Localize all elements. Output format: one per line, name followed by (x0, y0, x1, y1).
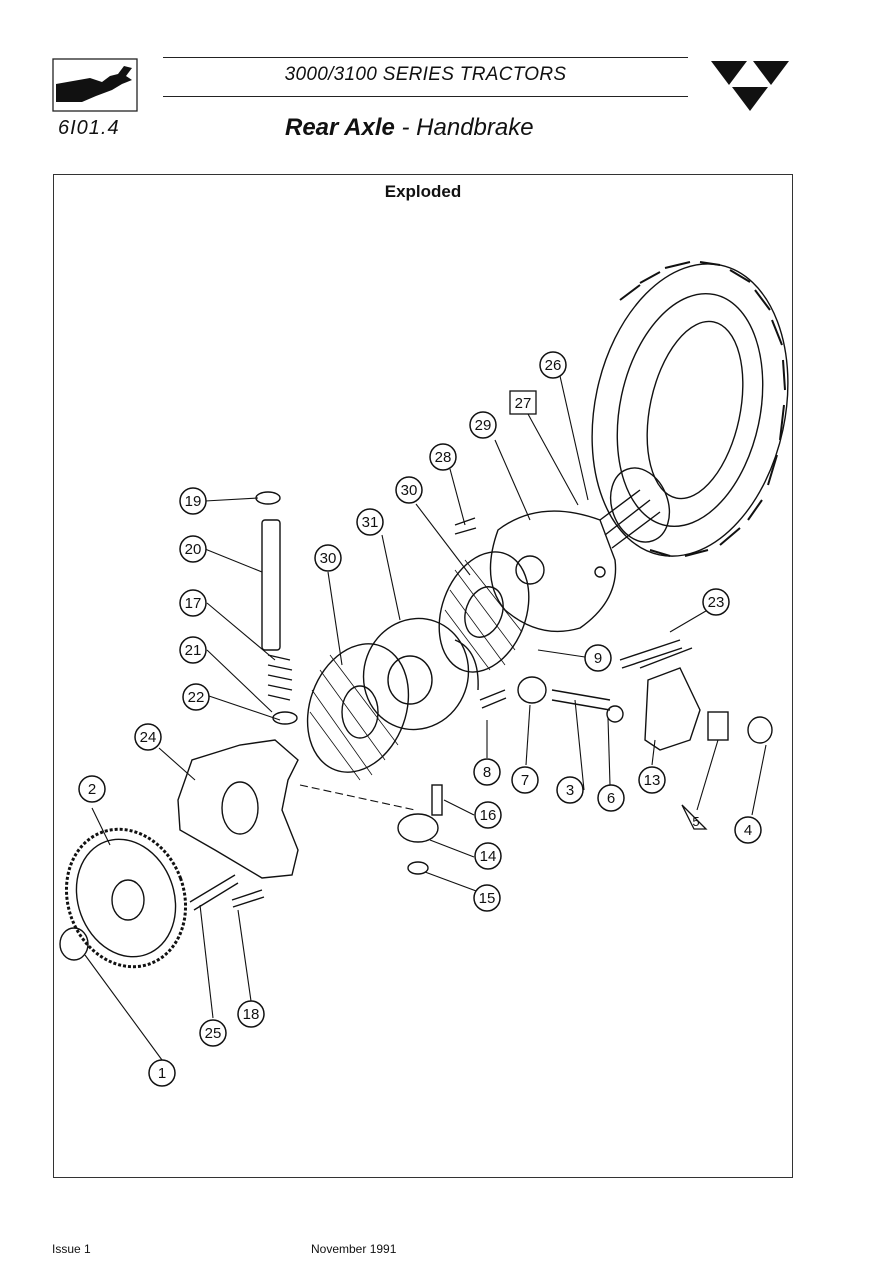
service-tool-logo (52, 58, 138, 112)
callout-box (509, 390, 537, 415)
callout-29: 29 (475, 417, 492, 434)
callout-22: 22 (188, 689, 205, 706)
callout-26: 26 (545, 357, 562, 374)
sprocket-wheel (64, 827, 188, 969)
callout-30-lower: 30 (320, 550, 337, 567)
callout-9: 9 (594, 650, 602, 667)
brake-housing (489, 510, 617, 633)
callout-14: 14 (480, 848, 497, 865)
friction-disc-lower (306, 643, 410, 781)
callout-4: 4 (744, 822, 752, 839)
diagram-frame (53, 174, 793, 1178)
callout-17: 17 (185, 595, 202, 612)
callout-23: 23 (708, 594, 725, 611)
header-rule-top (163, 57, 688, 58)
callout-20: 20 (185, 541, 202, 558)
callout-24: 24 (140, 729, 157, 746)
hand-icon (56, 66, 132, 102)
callout-13: 13 (644, 772, 661, 789)
callout-circles (78, 351, 762, 1087)
callout-8: 8 (483, 764, 491, 781)
actuator-plate (362, 617, 479, 731)
series-title: 3000/3100 SERIES TRACTORS (284, 64, 567, 85)
page-title: Rear Axle - Handbrake (285, 114, 534, 142)
circlip (59, 927, 89, 961)
header-rule-bottom (163, 96, 688, 97)
callout-1: 1 (158, 1065, 166, 1082)
footer-issue: Issue 1 (52, 1242, 91, 1256)
footer-date: November 1991 (311, 1242, 397, 1256)
callout-7: 7 (521, 772, 529, 789)
crown-wheel (591, 261, 789, 557)
page-title-rest: - Handbrake (394, 114, 534, 141)
callout-18: 18 (243, 1006, 260, 1023)
callout-6: 6 (607, 790, 615, 807)
callout-31: 31 (362, 514, 379, 531)
pinion-gear (599, 467, 671, 549)
callout-27: 27 (515, 395, 532, 412)
diagram-title: Exploded (384, 182, 462, 201)
callout-30-upper: 30 (401, 482, 418, 499)
callout-16: 16 (480, 807, 497, 824)
callout-5: 5 (692, 814, 699, 829)
leader-lines (84, 375, 767, 1061)
callout-3: 3 (566, 782, 574, 799)
handbrake-shaft (255, 491, 298, 725)
callout-2: 2 (88, 781, 96, 798)
friction-disc-upper (438, 551, 530, 673)
callout-triangle (681, 804, 708, 830)
callout-21: 21 (185, 642, 202, 659)
callout-15: 15 (479, 890, 496, 907)
callout-25: 25 (205, 1025, 222, 1042)
brand-triangles-logo (711, 61, 789, 111)
bracket-plate (177, 739, 299, 879)
callout-28: 28 (435, 449, 452, 466)
small-parts (189, 517, 773, 911)
callout-19: 19 (185, 493, 202, 510)
page-title-bold: Rear Axle (285, 114, 395, 141)
page-reference: 6I01.4 (58, 117, 120, 139)
